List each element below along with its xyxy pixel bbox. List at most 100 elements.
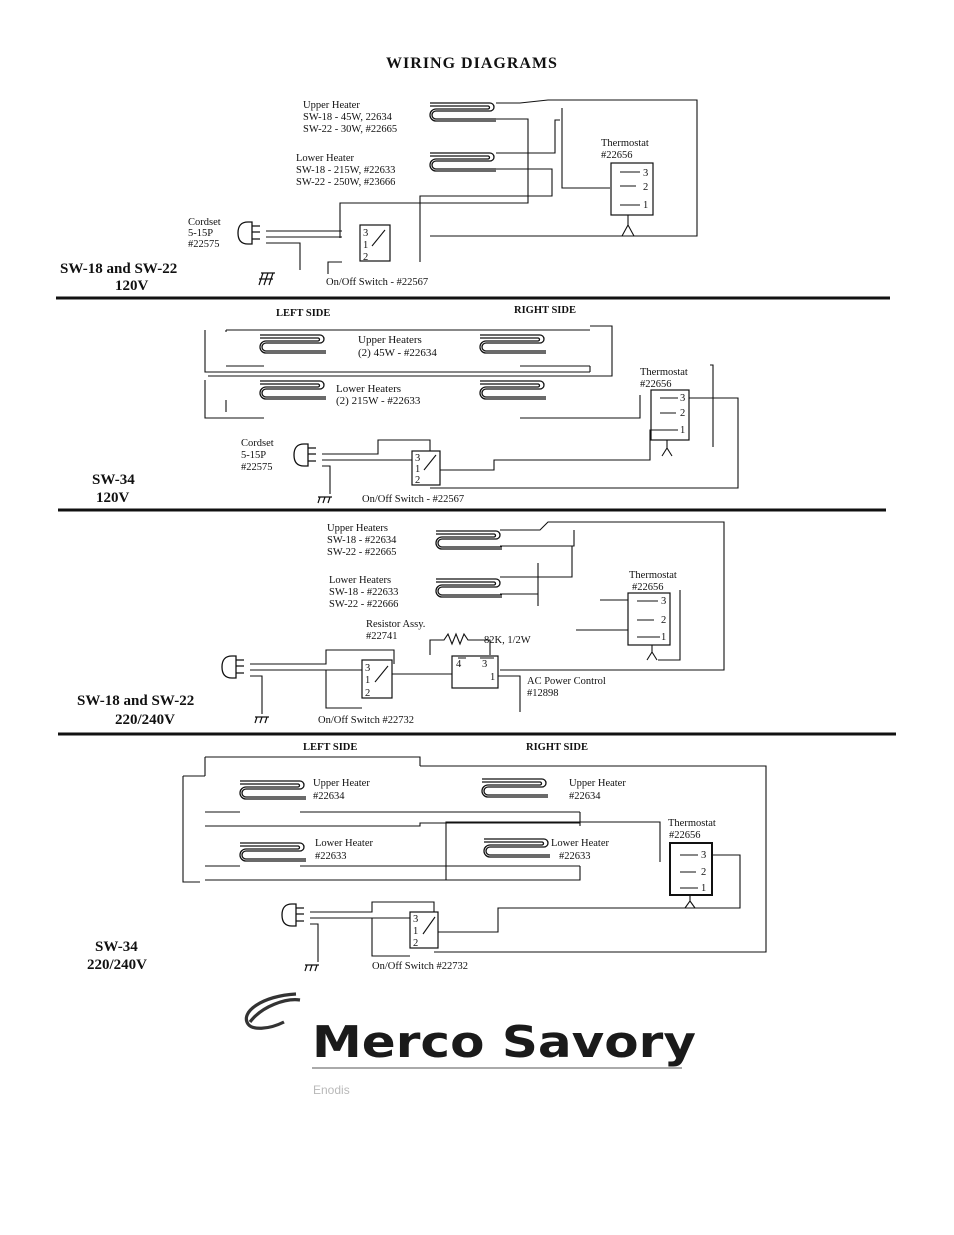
lower-heater-sw22: SW-22 - 250W, #23666 [296,177,395,188]
lower-heater-coil-icon [435,578,503,598]
lower-heater-sw18: SW-18 - 215W, #22633 [296,165,395,176]
right-upper-heater-label: Upper Heater [569,778,626,789]
svg-text:3: 3 [415,453,420,464]
thermostat-label: Thermostat [601,138,649,149]
plug-icon [221,655,245,679]
thermostat-label: Thermostat [629,570,677,581]
lower-heater-coil-icon [429,152,497,172]
lower-heater-left-coil-icon [259,380,327,400]
switch-label: On/Off Switch #22732 [372,961,468,972]
svg-text:4: 4 [456,659,462,670]
resistor-value: 82K, 1/2W [484,635,531,646]
upper-heater-coil-icon [429,102,497,122]
lower-heater-right-coil-icon [479,380,547,400]
upper-heater-sw18: SW-18 - 45W, 22634 [303,112,393,123]
right-lower-heater-number: #22633 [559,851,591,862]
resistor-number: #22741 [366,631,398,642]
thermostat-number: #22656 [669,830,701,841]
right-upper-heater-number: #22634 [569,791,601,802]
lower-heaters-sw18: SW-18 - #22633 [329,587,398,598]
ground-icon [258,278,274,286]
diagram-sw18-sw22-220v: Upper Heaters SW-18 - #22634 SW-22 - #22… [77,521,725,728]
ground-icon [260,272,276,280]
ground-icon [304,964,320,972]
cordset-label: Cordset [241,438,274,449]
switch-label: On/Off Switch - #22567 [362,494,464,505]
voltage-label: 120V [115,278,149,294]
upper-heater-left-coil-icon [259,334,327,354]
svg-text:2: 2 [701,867,706,878]
diagram-sw34-220v: LEFT SIDE RIGHT SIDE Upper Heater #22634… [87,742,767,973]
upper-heaters-sw18: SW-18 - #22634 [327,535,397,546]
thermostat-number: #22656 [601,150,633,161]
svg-text:3: 3 [363,228,368,239]
upper-heater-left-coil-icon [239,780,307,800]
lower-heaters-spec: (2) 215W - #22633 [336,395,421,407]
thermostat-label: Thermostat [668,818,716,829]
lower-heater-left-coil-icon [239,842,307,862]
model-label: SW-34 [95,939,138,955]
lower-heaters-label: Lower Heaters [329,575,391,586]
upper-heaters-spec: (2) 45W - #22634 [358,347,437,359]
cordset-type: 5-15P [188,228,213,239]
model-label: SW-34 [92,472,135,488]
swoosh-icon [244,992,301,1030]
thermostat-number: #22656 [640,379,672,390]
switch-label: On/Off Switch #22732 [318,715,414,726]
right-side-label: RIGHT SIDE [514,305,576,316]
svg-text:1: 1 [365,675,370,686]
left-upper-heater-label: Upper Heater [313,778,370,789]
thermostat-box [627,592,671,646]
svg-text:1: 1 [363,240,368,251]
lower-heater-label: Lower Heater [296,153,355,164]
plug-icon [281,903,305,927]
page-title: WIRING DIAGRAMS [386,55,558,72]
svg-text:3: 3 [701,850,706,861]
pin-2: 2 [643,182,648,193]
on-off-switch-box [409,911,439,949]
svg-text:2: 2 [680,408,685,419]
voltage-label: 120V [96,490,130,506]
diagram-sw18-sw22-120v: Upper Heater SW-18 - 45W, 22634 SW-22 - … [60,99,698,294]
voltage-label: 220/240V [115,712,175,728]
pin-3: 3 [643,168,648,179]
left-lower-heater-number: #22633 [315,851,347,862]
svg-text:3: 3 [365,663,370,674]
svg-text:2: 2 [415,475,420,486]
brand-name: Merco Savory [312,1017,696,1068]
thermostat-box [650,389,690,441]
merco-savory-logo: Merco Savory Enodis [244,992,696,1097]
svg-text:1: 1 [490,672,495,683]
upper-heater-right-coil-icon [479,334,547,354]
svg-text:1: 1 [413,926,418,937]
cordset-label: Cordset [188,217,221,228]
thermostat-box [669,842,713,896]
right-lower-heater-label: Lower Heater [551,838,610,849]
thermostat-number: #22656 [632,582,664,593]
ac-power-control-label: AC Power Control [527,676,606,687]
left-side-label: LEFT SIDE [303,742,357,753]
cordset-plug-icon [293,443,317,467]
upper-heater-coil-icon [435,530,503,550]
resistor-label: Resistor Assy. [366,619,425,630]
switch-label: On/Off Switch - #22567 [326,277,428,288]
lower-heater-right-coil-icon [483,838,551,858]
left-side-label: LEFT SIDE [276,308,330,319]
ac-power-control-box [451,655,499,689]
svg-text:2: 2 [661,615,666,626]
upper-heater-label: Upper Heater [303,100,360,111]
left-upper-heater-number: #22634 [313,791,345,802]
upper-heater-right-coil-icon [481,778,549,798]
svg-text:2: 2 [365,688,370,699]
svg-text:3: 3 [680,393,685,404]
svg-text:1: 1 [661,632,666,643]
svg-text:3: 3 [661,596,666,607]
pin-1: 1 [643,200,648,211]
brand-subtitle: Enodis [313,1083,350,1097]
model-label: SW-18 and SW-22 [60,261,177,277]
upper-heaters-label: Upper Heaters [358,334,422,346]
upper-heaters-sw22: SW-22 - #22665 [327,547,396,558]
svg-text:1: 1 [701,883,706,894]
thermostat-label: Thermostat [640,367,688,378]
right-side-label: RIGHT SIDE [526,742,588,753]
